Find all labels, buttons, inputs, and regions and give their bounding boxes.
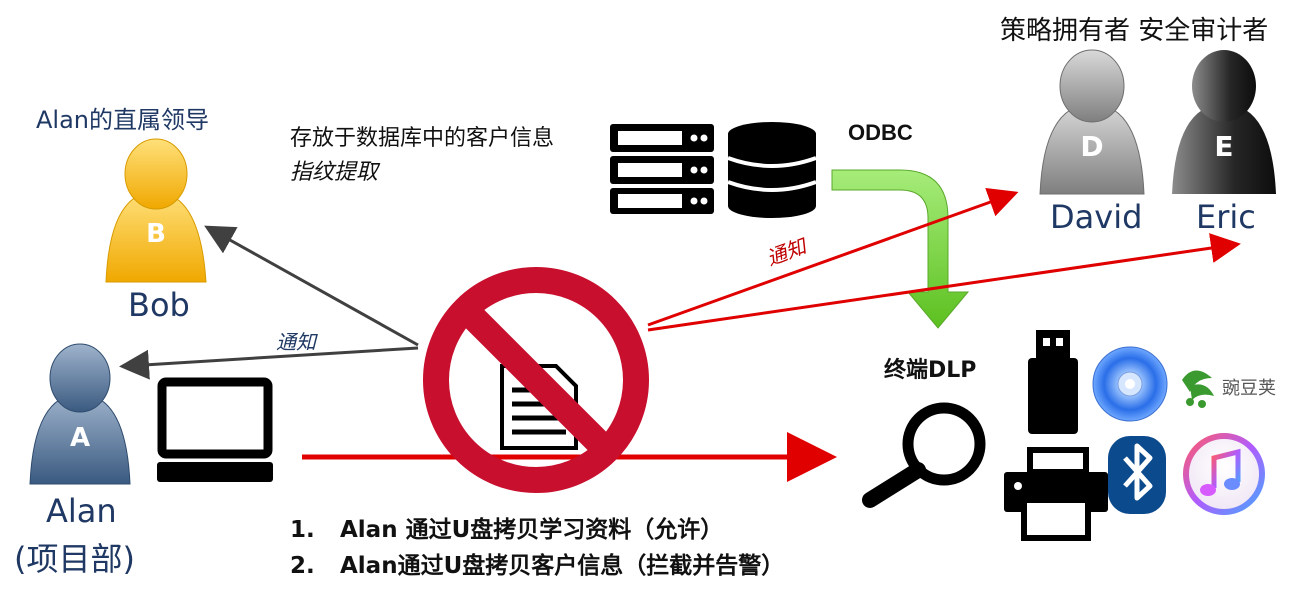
- step-item: 1.Alan 通过U盘拷贝学习资料（允许）: [290, 517, 724, 543]
- odbc-arrow: [831, 169, 970, 329]
- arrow-to-alan: [119, 346, 419, 380]
- cd-icon: [1092, 346, 1168, 422]
- eric-name: Eric: [1196, 198, 1256, 236]
- avatar-letter: B: [146, 219, 166, 249]
- usb-icon: [1028, 330, 1078, 434]
- notify-left-label: 通知: [276, 330, 316, 354]
- arrow-to-david: [647, 187, 1019, 327]
- wandoujia-icon: [1182, 370, 1214, 408]
- alan-dept: (项目部): [14, 540, 135, 578]
- db-line-2: 指纹提取: [290, 160, 379, 185]
- david-name: David: [1050, 198, 1143, 236]
- person-icon: B: [105, 138, 207, 283]
- odbc-label: ODBC: [848, 120, 913, 145]
- person-icon: D: [1039, 49, 1145, 195]
- avatar-letter: E: [1214, 130, 1233, 163]
- bob-name: Bob: [128, 286, 190, 324]
- bob-title: Alan的直属领导: [36, 106, 210, 134]
- music-icon: [1183, 433, 1265, 515]
- step-item: 2.Alan通过U盘拷贝客户信息（拦截并告警）: [290, 553, 785, 579]
- roles-header: 策略拥有者 安全审计者: [1000, 16, 1269, 46]
- alan-name: Alan: [46, 492, 117, 530]
- server-icon: [610, 124, 714, 214]
- steps-list: 1.Alan 通过U盘拷贝学习资料（允许） 2.Alan通过U盘拷贝客户信息（拦…: [290, 512, 784, 584]
- printer-icon: [1004, 447, 1108, 541]
- database-icon: [727, 122, 817, 218]
- magnifier-icon: [862, 402, 986, 508]
- person-icon: A: [29, 343, 131, 485]
- avatar-letter: A: [70, 423, 90, 453]
- laptop-icon: [157, 377, 273, 482]
- db-description: 存放于数据库中的客户信息 指纹提取: [290, 122, 554, 190]
- prohibit-icon: [423, 267, 649, 493]
- avatar-letter: D: [1080, 130, 1103, 163]
- arrow-to-eric: [647, 233, 1241, 332]
- dlp-label: 终端DLP: [884, 358, 977, 383]
- arrow-to-bob: [204, 225, 419, 347]
- wandoujia-label: 豌豆荚: [1222, 378, 1276, 399]
- person-icon: E: [1172, 50, 1276, 194]
- bluetooth-icon: [1108, 436, 1166, 514]
- db-line-1: 存放于数据库中的客户信息: [290, 126, 555, 151]
